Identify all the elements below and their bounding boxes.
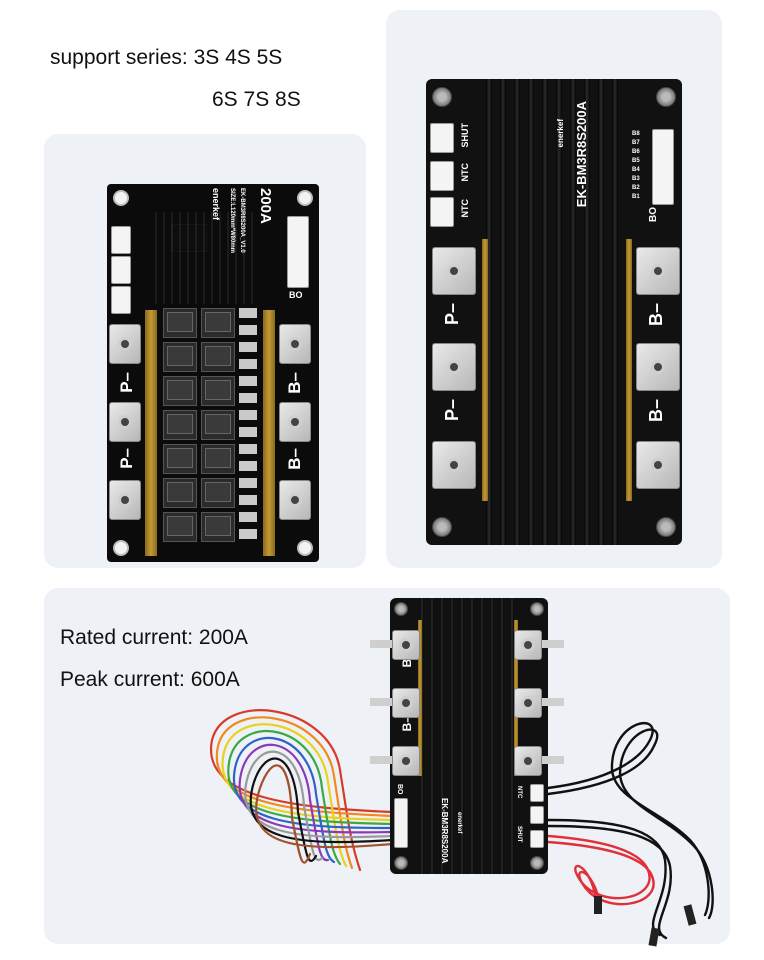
mosfet xyxy=(163,376,197,406)
model-label: EK-BM3R8S200A_V1.0 xyxy=(239,188,245,253)
screw-icon xyxy=(530,856,544,870)
shut-connector xyxy=(111,286,131,314)
b-terminal xyxy=(636,441,680,489)
bo-label: BO xyxy=(289,290,303,300)
mosfet xyxy=(163,410,197,440)
mounting-hole xyxy=(113,540,129,556)
lug-right xyxy=(542,756,564,764)
mounting-hole xyxy=(113,190,129,206)
mosfet xyxy=(163,444,197,474)
shut-connector xyxy=(530,830,544,848)
bolt-terminal-right xyxy=(514,688,542,718)
copper-busbar-right xyxy=(626,239,632,501)
mosfet xyxy=(163,308,197,338)
mosfet xyxy=(201,512,235,542)
copper-busbar-left xyxy=(418,620,422,776)
b-terminal-pad xyxy=(279,402,311,442)
p-terminal xyxy=(432,247,476,295)
mosfet xyxy=(163,512,197,542)
b-terminal xyxy=(636,343,680,391)
size-label: SIZE:L120mm*W80mm xyxy=(229,188,235,254)
p-terminal-pad xyxy=(109,324,141,364)
mosfet xyxy=(201,342,235,372)
bolt-terminal-right xyxy=(514,746,542,776)
copper-busbar-right xyxy=(263,310,275,556)
balance-connector xyxy=(394,798,408,848)
balance-connector xyxy=(287,216,309,288)
b-terminal xyxy=(636,247,680,295)
model-label: EK-BM3R8S200A xyxy=(440,798,449,864)
lug-left xyxy=(370,640,392,648)
ntc-connector xyxy=(530,784,544,802)
p-terminal-pad xyxy=(109,480,141,520)
lug-left xyxy=(370,756,392,764)
mosfet xyxy=(201,308,235,338)
mosfet xyxy=(201,410,235,440)
current-rating-label: 200A xyxy=(257,188,274,224)
mosfet xyxy=(163,478,197,508)
bolt-terminal-left xyxy=(392,630,420,660)
ntc-connector xyxy=(111,226,131,254)
lug-right xyxy=(542,640,564,648)
mosfet-array xyxy=(163,308,259,548)
component-area xyxy=(149,212,259,304)
bo-label: BO xyxy=(396,784,403,795)
lug-left xyxy=(370,698,392,706)
shut-label: SHUT xyxy=(516,826,522,843)
balance-connector xyxy=(652,129,674,205)
b-terminal-pad xyxy=(279,324,311,364)
lug-right xyxy=(542,698,564,706)
mounting-hole xyxy=(297,190,313,206)
shut-connector xyxy=(430,123,454,153)
bolt-terminal-right xyxy=(514,630,542,660)
mosfet xyxy=(201,444,235,474)
screw-icon xyxy=(656,87,676,107)
ntc-connector xyxy=(530,806,544,824)
screw-icon xyxy=(530,602,544,616)
balance-pin-labels: B8 B7 B6 B5 B4 B3 B2 B1 xyxy=(632,131,640,200)
screw-icon xyxy=(656,517,676,537)
p-terminal xyxy=(432,441,476,489)
mosfet xyxy=(201,376,235,406)
rated-current-label: Rated current: 200A xyxy=(60,626,248,649)
resistor-column xyxy=(239,308,257,544)
ntc-connector xyxy=(111,256,131,284)
bms-board-pcb: 200A EK-BM3R8S200A_V1.0 SIZE:L120mm*W80m… xyxy=(107,184,319,562)
copper-busbar-left xyxy=(482,239,488,501)
copper-busbar-left xyxy=(145,310,157,556)
mosfet xyxy=(201,478,235,508)
b-terminal-pad xyxy=(279,480,311,520)
series-support-line-1: support series: 3S 4S 5S xyxy=(50,46,283,69)
brand-logo: enerkef xyxy=(456,812,462,834)
mosfet xyxy=(163,342,197,372)
mounting-hole xyxy=(297,540,313,556)
ntc-connector xyxy=(430,197,454,227)
p-terminal-pad xyxy=(109,402,141,442)
bolt-terminal-left xyxy=(392,746,420,776)
screw-icon xyxy=(432,517,452,537)
b-minus-label: B– xyxy=(400,716,414,732)
bolt-terminal-left xyxy=(392,688,420,718)
ntc-label: NTC xyxy=(516,786,522,799)
peak-current-label: Peak current: 600A xyxy=(60,668,240,691)
ntc-connector xyxy=(430,161,454,191)
screw-icon xyxy=(432,87,452,107)
bms-heatsink-top: SHUT NTC NTC BO B8 B7 B6 B5 B4 B3 B2 B1 … xyxy=(426,79,682,545)
screw-icon xyxy=(394,856,408,870)
brand-logo: enerkef xyxy=(211,188,221,221)
series-support-line-2: 6S 7S 8S xyxy=(212,88,301,111)
screw-icon xyxy=(394,602,408,616)
p-terminal xyxy=(432,343,476,391)
